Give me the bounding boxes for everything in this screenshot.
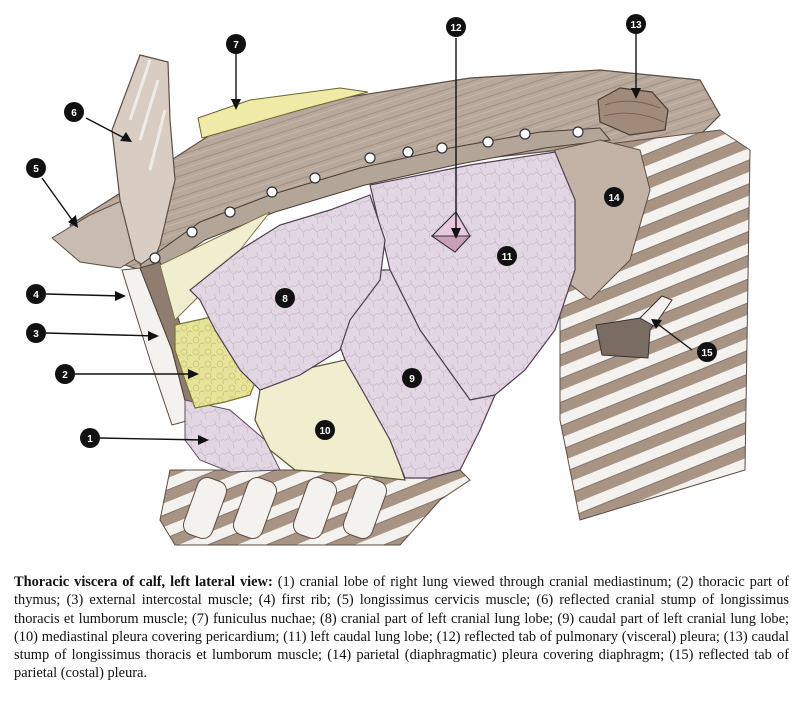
marker-5: 5 (26, 158, 46, 178)
marker-14: 14 (604, 187, 624, 207)
vertebral-foramina (149, 126, 584, 264)
costal-cartilages (182, 476, 388, 540)
svg-text:14: 14 (608, 193, 620, 204)
marker-12: 12 (446, 17, 466, 37)
svg-text:13: 13 (630, 20, 642, 31)
marker-13: 13 (626, 14, 646, 34)
svg-text:4: 4 (33, 290, 39, 301)
right-cranial-lung-lobe (184, 399, 281, 473)
svg-text:1: 1 (87, 434, 93, 445)
marker-9: 9 (402, 368, 422, 388)
caudal-stump (597, 87, 669, 136)
svg-text:8: 8 (282, 294, 288, 305)
leader-arrowheads (68, 88, 662, 445)
svg-text:10: 10 (319, 426, 331, 437)
svg-text:3: 3 (33, 329, 39, 340)
marker-8: 8 (275, 288, 295, 308)
marker-11: 11 (497, 246, 517, 266)
caption-text: (1) cranial lobe of right lung viewed th… (14, 574, 789, 682)
label-markers: 1 2 3 4 5 6 7 8 9 10 11 12 13 14 15 (26, 14, 717, 448)
svg-text:12: 12 (450, 23, 462, 34)
mediastinal-pleura-pericardium (254, 359, 406, 481)
caption-title: Thoracic viscera of calf, left lateral v… (14, 574, 273, 590)
marker-10: 10 (315, 420, 335, 440)
reflected-cranial-stump (111, 54, 176, 271)
anatomy-illustration: 1 2 3 4 5 6 7 8 9 10 11 12 13 14 15 (26, 14, 751, 546)
svg-text:15: 15 (701, 348, 713, 359)
svg-text:11: 11 (502, 252, 513, 263)
marker-6: 6 (64, 102, 84, 122)
funiculus-nuchae (197, 87, 369, 139)
svg-text:6: 6 (71, 108, 77, 119)
figure-caption: Thoracic viscera of calf, left lateral v… (14, 573, 789, 683)
vertebral-column (139, 127, 611, 279)
marker-7: 7 (226, 34, 246, 54)
marker-2: 2 (55, 364, 75, 384)
svg-text:7: 7 (233, 40, 239, 51)
marker-15: 15 (697, 342, 717, 362)
svg-text:2: 2 (62, 370, 68, 381)
marker-4: 4 (26, 284, 46, 304)
leader-lines (41, 34, 693, 441)
svg-text:5: 5 (33, 164, 39, 175)
marker-1: 1 (80, 428, 100, 448)
svg-text:9: 9 (409, 374, 415, 385)
marker-3: 3 (26, 323, 46, 343)
